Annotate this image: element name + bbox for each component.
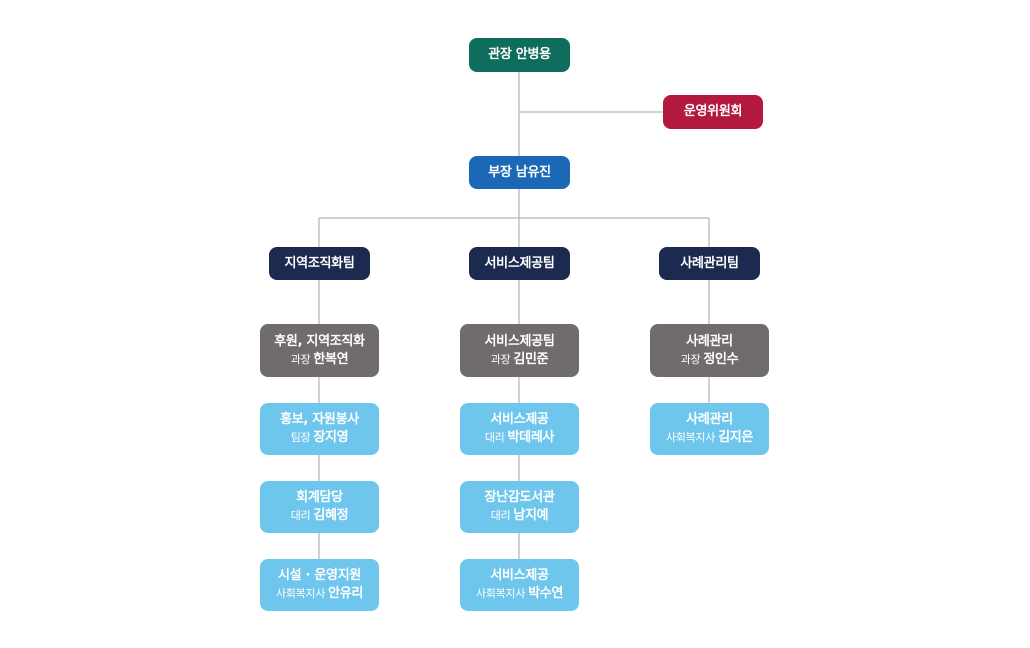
- team-name: 사례관리팀: [680, 255, 739, 271]
- staff-name: 김혜정: [313, 508, 349, 523]
- staff-title: 서비스제공: [490, 568, 549, 584]
- manager-name: 김민준: [513, 351, 549, 367]
- manager-title: 후원, 지역조직화: [274, 333, 365, 349]
- manager-title: 사례관리: [686, 333, 733, 349]
- staff-role: 대리: [290, 509, 311, 522]
- staff-name: 박데레사: [507, 430, 555, 445]
- staff-title: 사례관리: [686, 412, 733, 428]
- staff-title: 서비스제공: [490, 412, 549, 428]
- manager-role: 과장: [680, 352, 701, 366]
- team-box-community: 지역조직화팀: [269, 247, 370, 280]
- staff-title: 장난감도서관: [484, 490, 555, 506]
- staff-role: 대리: [490, 509, 511, 522]
- manager-title: 서비스제공팀: [484, 333, 555, 349]
- director-box: 관장 안병용: [469, 38, 570, 72]
- staff-role: 사회복지사: [665, 431, 716, 444]
- staff-role: 대리: [484, 431, 505, 444]
- staff-name: 박수연: [528, 586, 564, 601]
- manager-name: 정인수: [703, 351, 739, 367]
- staff-title: 홍보, 자원봉사: [280, 412, 359, 428]
- deputy-label: 부장 남유진: [488, 164, 551, 180]
- director-label: 관장 안병용: [488, 47, 551, 63]
- staff-name: 남지예: [513, 508, 549, 523]
- staff-name: 장지영: [313, 430, 349, 445]
- team-name: 지역조직화팀: [284, 255, 355, 271]
- staff-role: 사회복지사: [275, 587, 326, 600]
- deputy-box: 부장 남유진: [469, 156, 570, 189]
- committee-label: 운영위원회: [683, 104, 743, 120]
- team-name: 서비스제공팀: [484, 255, 555, 271]
- committee-box: 운영위원회: [663, 95, 763, 129]
- staff-name: 김지은: [718, 430, 754, 445]
- manager-role: 과장: [490, 352, 511, 366]
- team-box-casemanagement: 사례관리팀: [659, 247, 760, 280]
- team-box-service: 서비스제공팀: [469, 247, 570, 280]
- staff-title: 시설 · 운영지원: [277, 568, 362, 584]
- staff-role: 팀장: [290, 431, 311, 444]
- manager-role: 과장: [290, 352, 311, 366]
- manager-name: 한복연: [313, 351, 349, 367]
- staff-role: 사회복지사: [475, 587, 526, 600]
- staff-name: 안유리: [328, 586, 364, 601]
- staff-title: 회계담당: [296, 490, 343, 506]
